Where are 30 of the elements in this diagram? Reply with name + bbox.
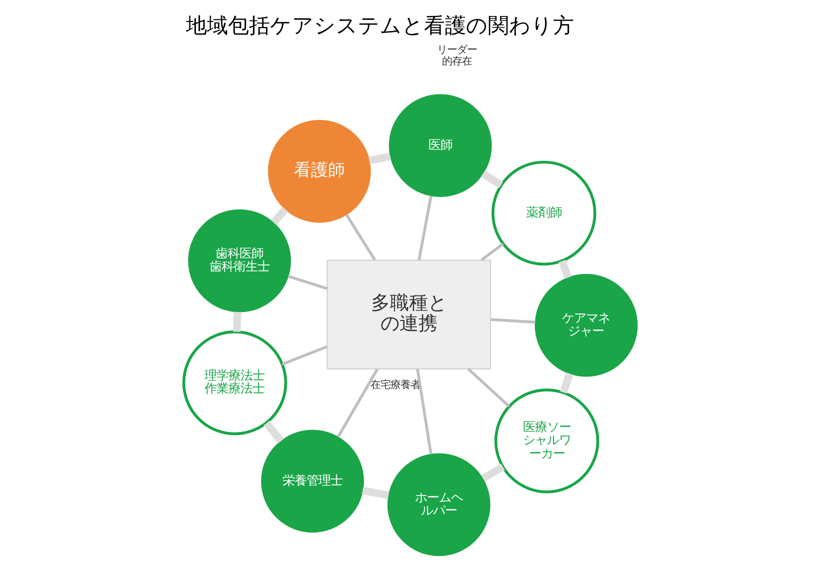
node-circle: ホームヘルパー xyxy=(387,453,490,556)
connector xyxy=(481,464,505,482)
node-box: 多職種との連携 xyxy=(326,260,492,370)
connector xyxy=(480,242,504,262)
connector xyxy=(282,345,328,366)
connector xyxy=(336,368,379,438)
connector xyxy=(416,368,432,454)
node-label: リーダー的存在 xyxy=(436,44,477,68)
node-circle: 看護師 xyxy=(268,120,371,223)
connector xyxy=(490,318,536,324)
node-circle: 医療ソーシャルワーカー xyxy=(494,388,600,494)
connector xyxy=(264,420,284,444)
node-circle: 医師 xyxy=(388,94,492,198)
connector xyxy=(270,206,288,226)
node-circle: ケアマネジャー xyxy=(534,274,638,377)
connector xyxy=(232,312,242,332)
connector xyxy=(368,152,391,164)
connector xyxy=(288,274,328,290)
connector xyxy=(560,372,574,394)
connector xyxy=(362,486,390,500)
connector xyxy=(481,170,503,188)
connector xyxy=(418,196,432,260)
node-circle: 薬剤師 xyxy=(492,160,596,266)
node-circle: 理学療法士 作業療法士 xyxy=(182,330,288,436)
diagram-title: 地域包括ケアシステムと看護の関わり方 xyxy=(186,14,574,38)
connector xyxy=(467,368,510,408)
connector xyxy=(558,260,572,279)
connector xyxy=(345,214,376,261)
node-circle: 栄養管理士 xyxy=(261,430,364,533)
node-circle: 歯科医師 歯科衛生士 xyxy=(188,209,291,312)
